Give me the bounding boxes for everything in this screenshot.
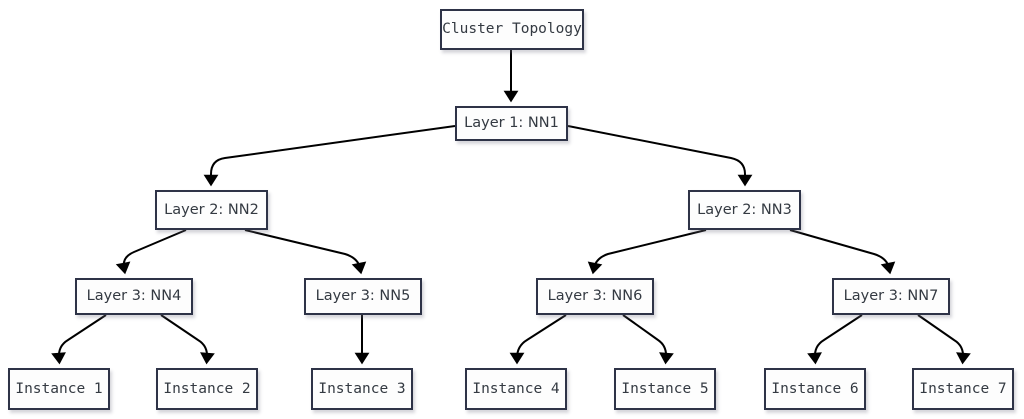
- node-nn6[interactable]: Layer 3: NN6: [536, 278, 654, 315]
- node-nn4-label: Layer 3: NN4: [86, 288, 182, 305]
- node-nn5[interactable]: Layer 3: NN5: [304, 278, 422, 315]
- node-inst3[interactable]: Instance 3: [311, 368, 413, 410]
- node-inst1-label: Instance 1: [15, 380, 103, 397]
- node-nn6-label: Layer 3: NN6: [547, 288, 643, 305]
- node-nn2-label: Layer 2: NN2: [164, 201, 259, 218]
- edge-nn2-to-nn4: [115, 229, 187, 275]
- node-inst5[interactable]: Instance 5: [614, 368, 716, 410]
- edge-nn6-to-inst5: [622, 314, 674, 365]
- node-inst7[interactable]: Instance 7: [912, 368, 1014, 410]
- node-inst4[interactable]: Instance 4: [465, 368, 567, 410]
- node-inst6[interactable]: Instance 6: [764, 368, 866, 410]
- edge-nn6-to-inst4: [509, 314, 567, 365]
- edge-nn3-to-nn6: [587, 229, 707, 275]
- node-inst4-label: Instance 4: [472, 380, 560, 397]
- node-inst1[interactable]: Instance 1: [8, 368, 110, 410]
- edge-nn2-to-nn5: [244, 229, 367, 275]
- edge-nn7-to-inst6: [807, 314, 863, 365]
- node-nn1[interactable]: Layer 1: NN1: [455, 106, 568, 141]
- edge-nn3-to-nn7: [789, 229, 896, 275]
- node-nn7[interactable]: Layer 3: NN7: [832, 278, 950, 315]
- edge-nn1-to-nn2: [203, 125, 456, 187]
- node-inst2-label: Instance 2: [163, 380, 251, 397]
- edge-nn7-to-inst7: [917, 314, 971, 365]
- node-nn7-label: Layer 3: NN7: [843, 288, 939, 305]
- node-root[interactable]: Cluster Topology: [440, 9, 584, 50]
- node-inst6-label: Instance 6: [771, 380, 859, 397]
- node-nn2[interactable]: Layer 2: NN2: [155, 190, 268, 230]
- edge-nn1-to-nn3: [567, 125, 753, 187]
- node-inst3-label: Instance 3: [318, 380, 406, 397]
- edge-nn4-to-inst1: [51, 314, 107, 365]
- node-nn1-label: Layer 1: NN1: [464, 115, 559, 132]
- node-nn5-label: Layer 3: NN5: [315, 288, 411, 305]
- node-nn3[interactable]: Layer 2: NN3: [688, 190, 801, 230]
- node-inst2[interactable]: Instance 2: [156, 368, 258, 410]
- edge-nn4-to-inst2: [160, 314, 215, 365]
- node-inst5-label: Instance 5: [621, 380, 709, 397]
- node-inst7-label: Instance 7: [919, 380, 1007, 397]
- node-nn3-label: Layer 2: NN3: [697, 201, 792, 218]
- node-root-label: Cluster Topology: [442, 21, 582, 38]
- node-nn4[interactable]: Layer 3: NN4: [75, 278, 193, 315]
